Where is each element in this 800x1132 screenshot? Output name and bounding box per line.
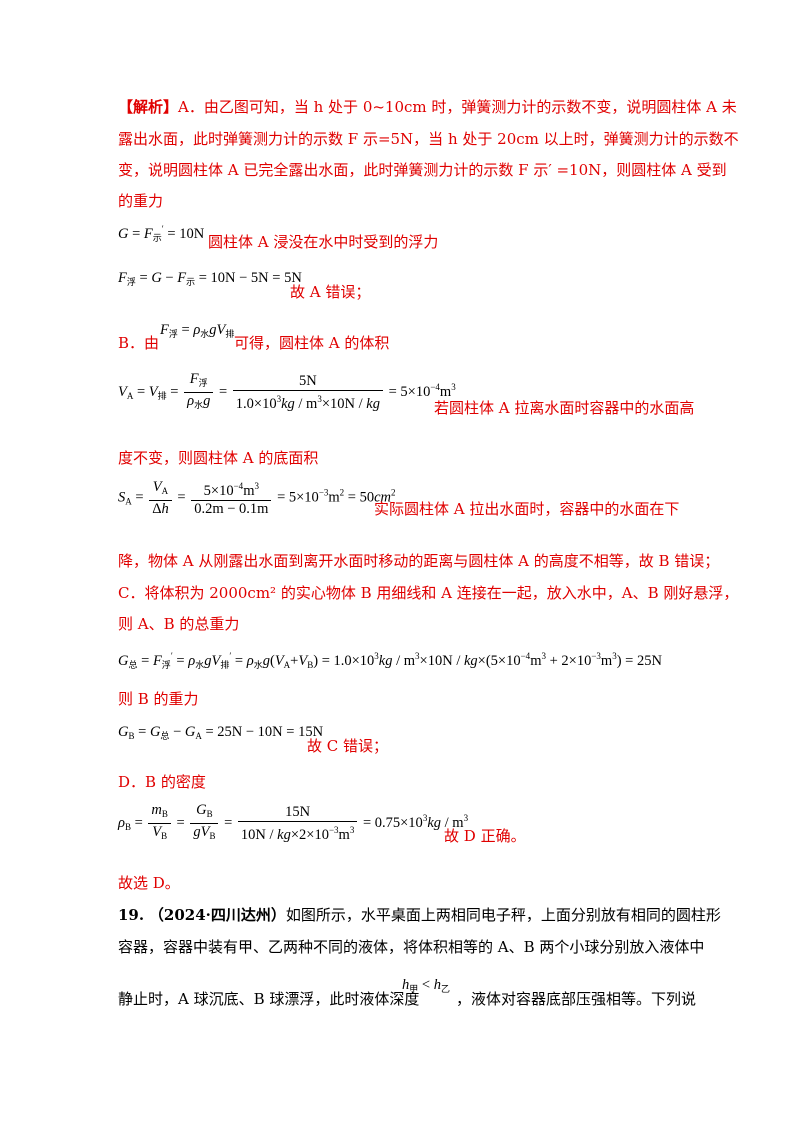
analysis-b-intro-before: B．由	[118, 334, 160, 352]
equation-volume-note: 若圆柱体 A 拉离水面时容器中的水面高	[434, 399, 695, 417]
equation-gravity: G = F示′ = 10N	[118, 224, 205, 243]
equation-b-gravity-note: 故 C 错误；	[307, 737, 389, 755]
analysis-a-line2: 露出水面，此时弹簧测力计的示数 F 示=5N，当 h 处于 20cm 以上时，弹…	[118, 130, 739, 148]
question19-line2: 容器，容器中装有甲、乙两种不同的液体，将体积相等的 A、B 两个小球分别放入液体…	[118, 938, 705, 956]
question19-text: 如图所示，水平桌面上两相同电子秤，上面分别放有相同的圆柱形	[285, 906, 721, 924]
analysis-conclusion: 故选 D。	[118, 874, 180, 892]
question19-line1: 19. （2024·四川达州）如图所示，水平桌面上两相同电子秤，上面分别放有相同…	[118, 905, 721, 925]
question-source: （2024·四川达州）	[148, 906, 286, 924]
question-number: 19.	[118, 906, 145, 924]
analysis-b-continuation: 度不变，则圆柱体 A 的底面积	[118, 449, 319, 467]
analysis-c-line1: C．将体积为 2000cm² 的实心物体 B 用细线和 A 连接在一起，放入水中…	[118, 584, 739, 602]
equation-buoyancy-note: 故 A 错误；	[290, 283, 371, 301]
analysis-c-line2: 则 A、B 的总重力	[118, 615, 240, 633]
equation-b-gravity: GB = G总 − GA = 25N − 10N = 15N	[118, 724, 324, 741]
equation-buoyancy: F浮 = G − F示 = 10N − 5N = 5N	[118, 270, 302, 287]
question19-line3-after: ，液体对容器底部压强相等。下列说	[456, 990, 697, 1008]
analysis-b-intro-after: 可得，圆柱体 A 的体积	[234, 334, 390, 352]
equation-gravity-note: 圆柱体 A 浸没在水中时受到的浮力	[208, 233, 439, 251]
analysis-c-line3: 则 B 的重力	[118, 690, 199, 708]
question19-line3-before: 静止时，A 球沉底、B 球漂浮，此时液体深度	[118, 990, 420, 1008]
analysis-label: 【解析】	[118, 98, 179, 116]
analysis-d-line1: D．B 的密度	[118, 773, 206, 791]
analysis-a-line1: 【解析】A．由乙图可知，当 h 处于 0~10cm 时，弹簧测力计的示数不变，说…	[118, 98, 737, 116]
equation-archimedes: F浮 = ρ水gV排	[160, 322, 235, 339]
analysis-a-line4: 的重力	[118, 192, 164, 210]
equation-density-note: 故 D 正确。	[444, 827, 526, 845]
equation-depth: h甲 < h乙	[402, 977, 450, 994]
equation-total-gravity: G总 = F浮′ = ρ水gV排′ = ρ水g(VA+VB) = 1.0×103…	[118, 651, 662, 670]
analysis-b-end: 降，物体 A 从刚露出水面到离开水面时移动的距离与圆柱体 A 的高度不相等，故 …	[118, 552, 720, 570]
equation-area-note: 实际圆柱体 A 拉出水面时，容器中的水面在下	[374, 500, 680, 518]
analysis-a-line3: 变，说明圆柱体 A 已完全露出水面，此时弹簧测力计的示数 F 示′ =10N，则…	[118, 161, 727, 179]
